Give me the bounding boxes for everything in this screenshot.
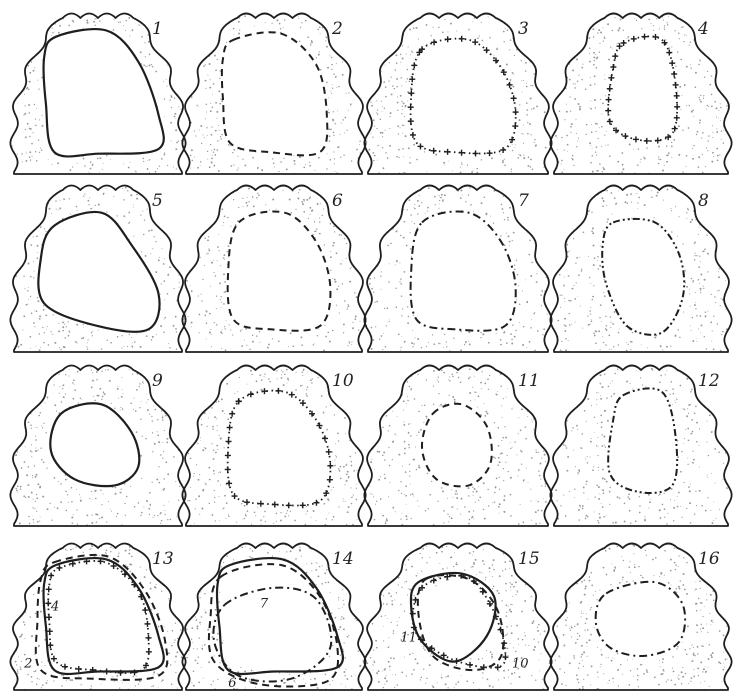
overlay-label: 7 <box>260 597 269 612</box>
overlay-label: 10 <box>512 656 529 671</box>
panel-number: 2 <box>331 19 343 39</box>
panel-number: 11 <box>518 371 540 391</box>
panel-number: 13 <box>152 549 174 569</box>
overlay-label: 4 <box>50 600 59 615</box>
panel-number: 10 <box>332 371 354 391</box>
overlay-label: 6 <box>228 676 236 691</box>
panel-number: 5 <box>152 191 163 211</box>
panel-number: 16 <box>698 549 720 569</box>
panel-number: 6 <box>332 191 343 211</box>
panel-number: 4 <box>697 19 709 39</box>
panel-number: 14 <box>332 549 354 569</box>
panel-number: 3 <box>518 19 529 39</box>
panel-number: 12 <box>698 371 720 391</box>
panel-number: 7 <box>518 191 529 211</box>
overlay-label: 2 <box>23 656 32 671</box>
overlay-label: 11 <box>400 631 417 646</box>
panel-number: 9 <box>152 371 163 391</box>
panel-number: 1 <box>152 19 163 39</box>
panel-number: 15 <box>518 549 540 569</box>
panel-number: 8 <box>698 191 709 211</box>
